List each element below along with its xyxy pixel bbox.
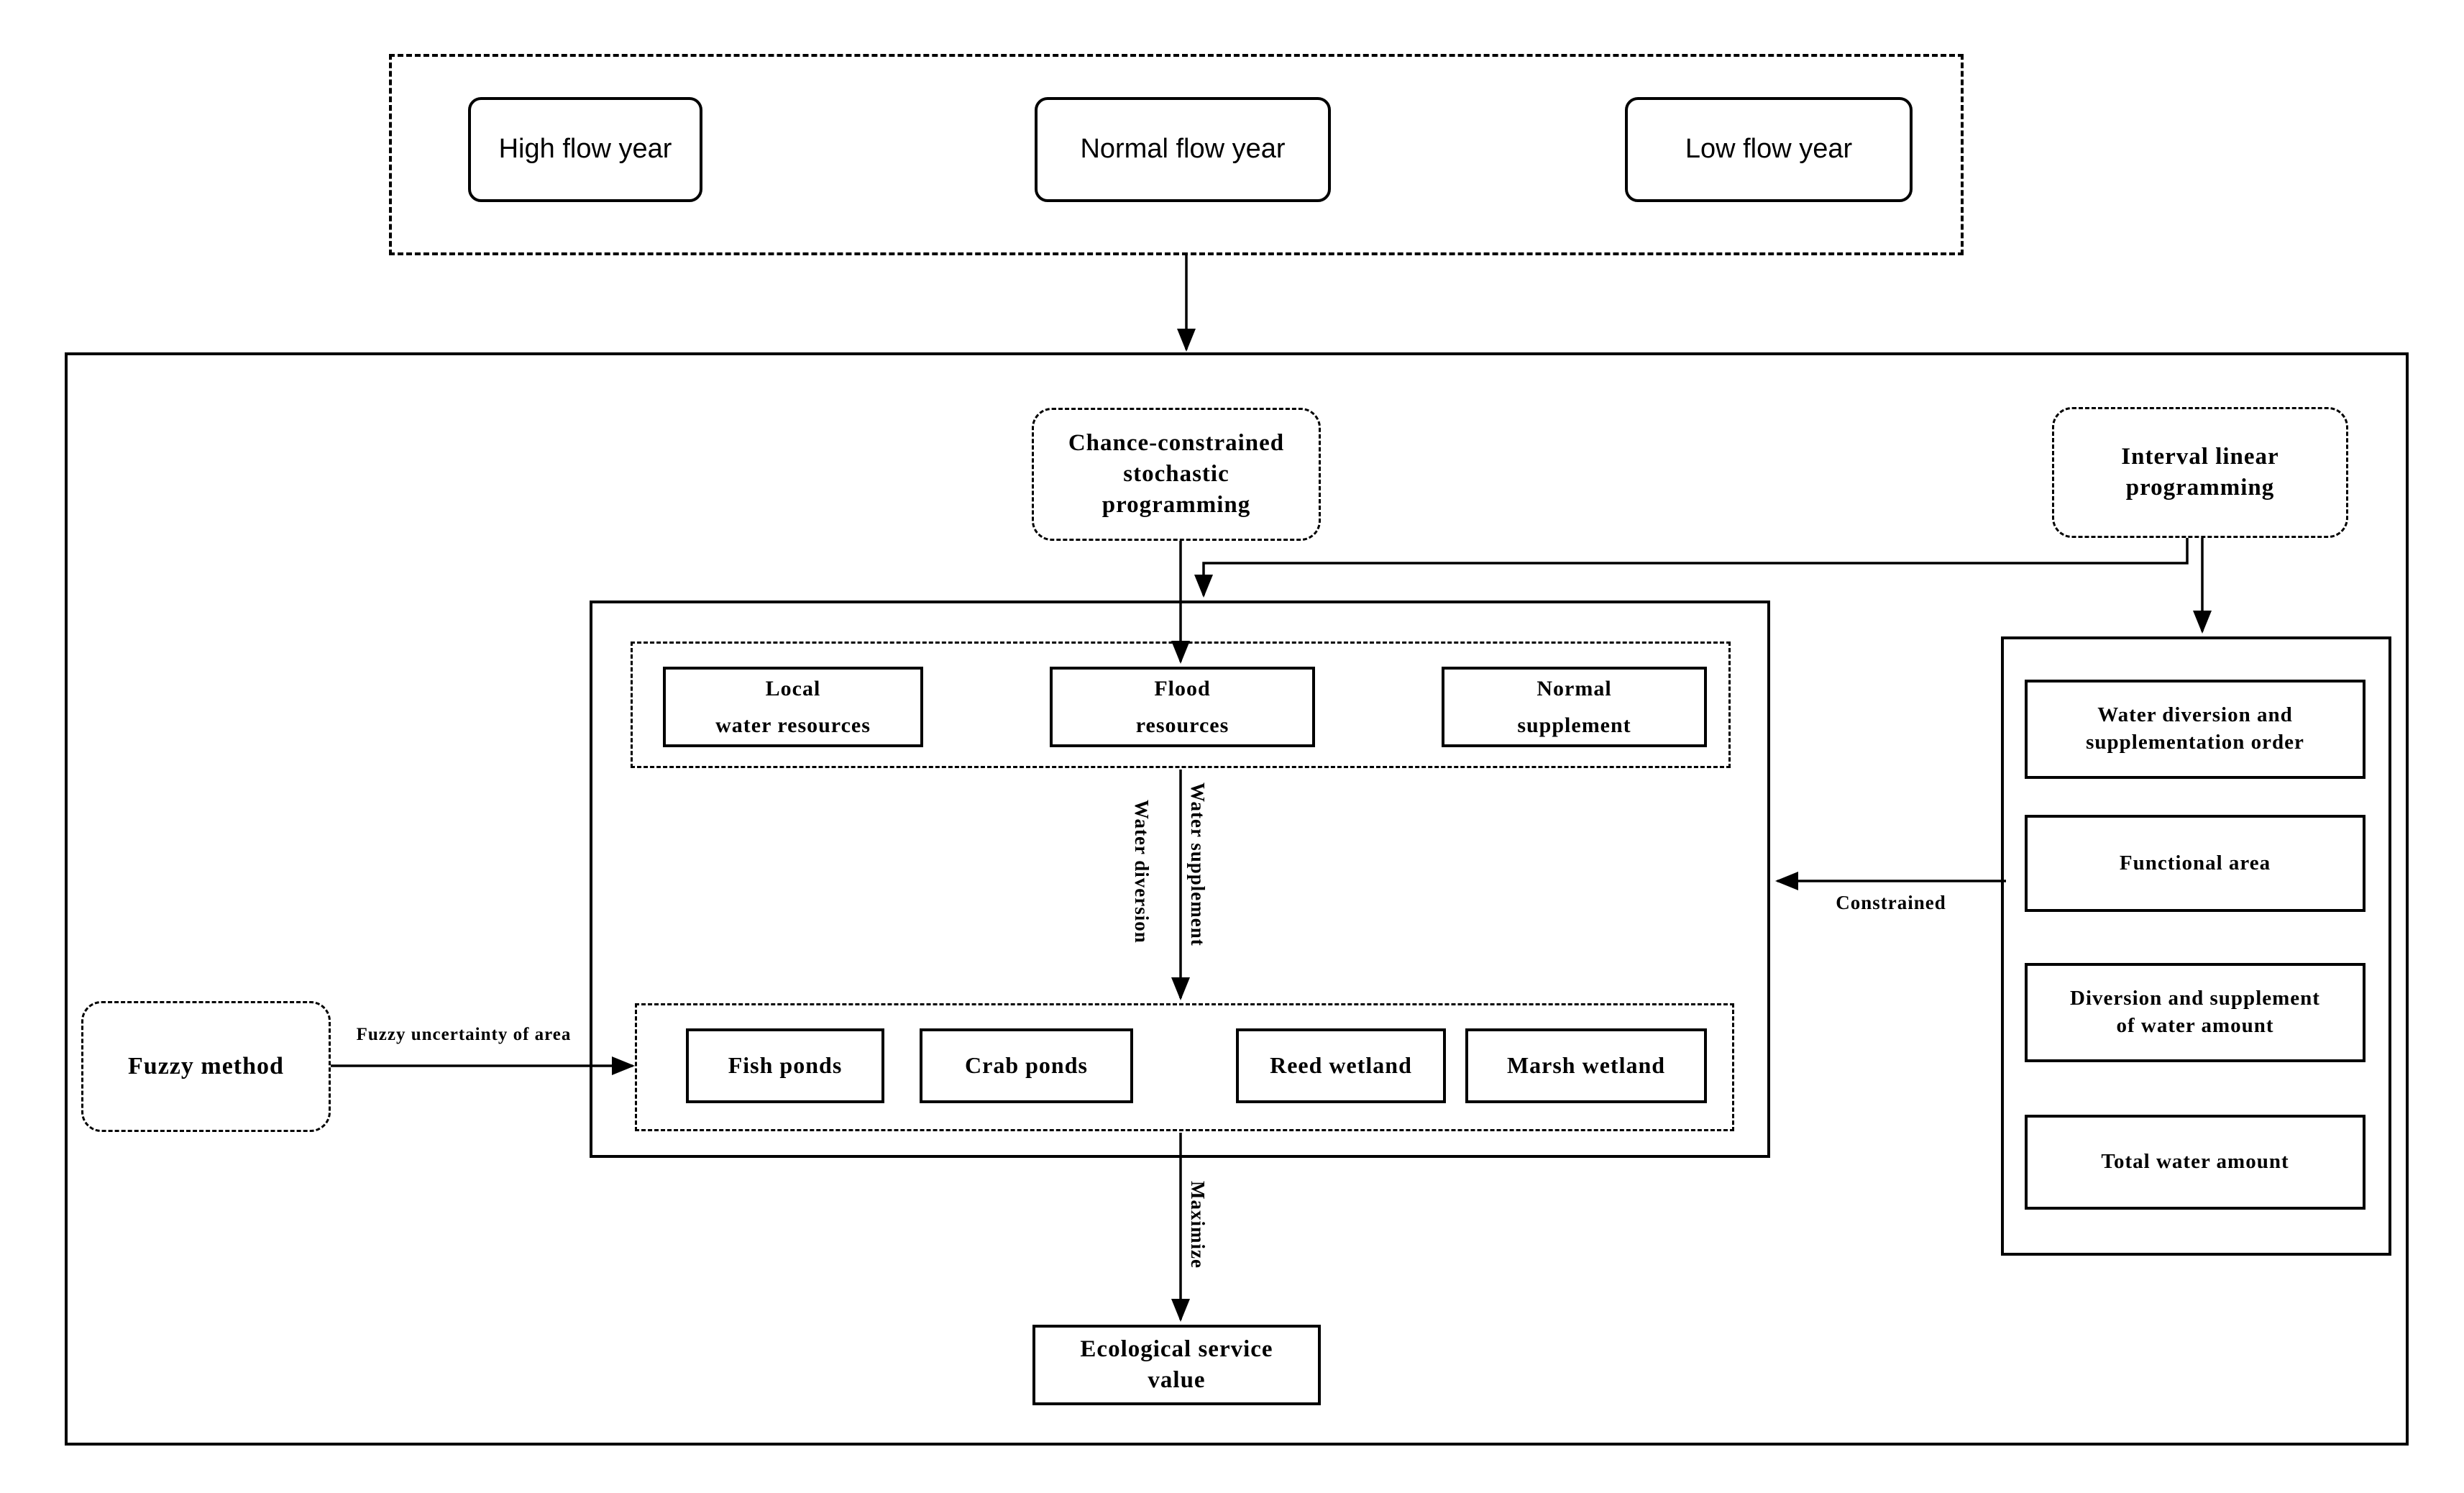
source-local-water: Local water resources [663, 667, 923, 747]
arrow-interval-to-water-system [1194, 537, 2189, 598]
unit-marsh-wetland: Marsh wetland [1465, 1028, 1707, 1103]
unit-label: Reed wetland [1270, 1052, 1412, 1079]
constraint-line: Functional area [2119, 851, 2271, 875]
constraint-line: Water diversion and [2097, 703, 2293, 727]
unit-reed-wetland: Reed wetland [1236, 1028, 1446, 1103]
chance-constrained-box: Chance-constrained stochastic programmin… [1032, 408, 1321, 541]
fuzzy-method-box: Fuzzy method [81, 1001, 331, 1132]
chance-line: programming [1102, 491, 1251, 518]
scenario-label: Low flow year [1685, 134, 1853, 165]
scenario-label: High flow year [498, 134, 672, 165]
edge-label-water-supplement: Water supplement [1187, 782, 1209, 946]
objective-ecological-service-value: Ecological service value [1032, 1325, 1321, 1405]
interval-line: Interval linear [2121, 444, 2279, 470]
constraint-diversion-order: Water diversion and supplementation orde… [2025, 680, 2365, 779]
unit-label: Marsh wetland [1506, 1052, 1666, 1079]
source-line: Normal [1536, 677, 1612, 700]
scenario-low-flow-year: Low flow year [1625, 97, 1913, 202]
source-line: resources [1135, 713, 1229, 737]
fuzzy-label: Fuzzy method [128, 1052, 284, 1079]
constraint-line: of water amount [2116, 1014, 2274, 1037]
constraint-total-water: Total water amount [2025, 1115, 2365, 1210]
wetland-units-group [635, 1003, 1734, 1131]
edge-label-constrained: Constrained [1836, 892, 1946, 913]
constraints-panel [2001, 636, 2391, 1256]
edge-label-fuzzy-uncertainty: Fuzzy uncertainty of area [356, 1025, 572, 1044]
objective-line: Ecological service [1080, 1336, 1273, 1363]
constraint-functional-area: Functional area [2025, 815, 2365, 912]
source-line: Local [765, 677, 821, 700]
interval-line: programming [2125, 475, 2275, 501]
unit-label: Fish ponds [728, 1052, 843, 1079]
constraint-water-amount: Diversion and supplement of water amount [2025, 963, 2365, 1062]
unit-crab-ponds: Crab ponds [920, 1028, 1133, 1103]
unit-label: Crab ponds [965, 1052, 1088, 1079]
scenario-normal-flow-year: Normal flow year [1035, 97, 1331, 202]
constraint-line: Diversion and supplement [2070, 987, 2320, 1010]
edge-label-maximize: Maximize [1187, 1181, 1209, 1269]
scenario-label: Normal flow year [1080, 134, 1286, 165]
unit-fish-ponds: Fish ponds [686, 1028, 884, 1103]
chance-line: Chance-constrained [1068, 430, 1285, 457]
objective-line: value [1148, 1367, 1206, 1393]
constraint-line: Total water amount [2101, 1150, 2289, 1174]
outer-model-frame [65, 352, 2409, 1446]
scenario-group-container [389, 54, 1964, 255]
chance-line: stochastic [1123, 461, 1229, 488]
constraint-line: supplementation order [2086, 731, 2304, 754]
source-line: supplement [1517, 713, 1631, 737]
scenario-high-flow-year: High flow year [468, 97, 702, 202]
edge-label-water-diversion: Water diversion [1131, 800, 1153, 944]
source-line: Flood [1154, 677, 1211, 700]
interval-linear-box: Interval linear programming [2052, 407, 2348, 538]
source-flood-resources: Flood resources [1050, 667, 1315, 747]
source-line: water resources [715, 713, 871, 737]
source-normal-supplement: Normal supplement [1442, 667, 1707, 747]
